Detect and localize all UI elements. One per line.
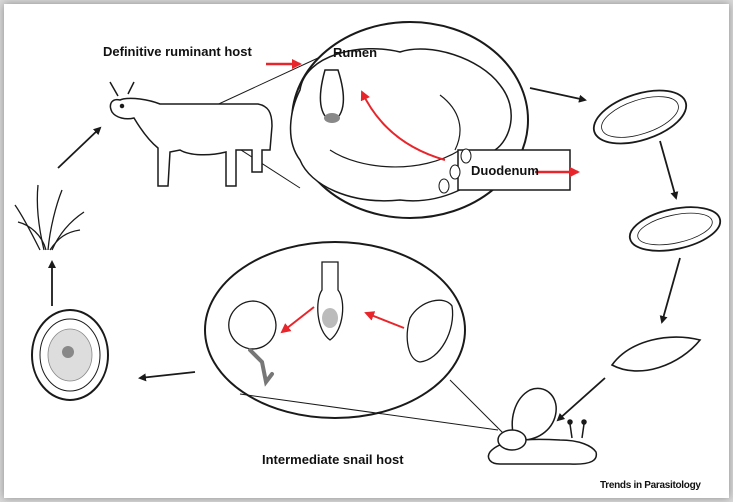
definitive-host-label: Definitive ruminant host (103, 44, 252, 59)
egg-stage-2-icon (626, 200, 724, 258)
encysted-egg-icon (32, 310, 108, 400)
miracidium-icon (612, 337, 700, 371)
journal-credit: Trends in Parasitology (600, 480, 701, 491)
cow-icon (110, 82, 272, 186)
duodenum-label: Duodenum (471, 163, 539, 178)
intermediate-host-label: Intermediate snail host (262, 452, 404, 467)
rumen-label: Rumen (333, 45, 377, 60)
grass-icon (15, 185, 84, 250)
snail-inset (205, 242, 514, 444)
egg-stage-1-icon (587, 80, 693, 153)
